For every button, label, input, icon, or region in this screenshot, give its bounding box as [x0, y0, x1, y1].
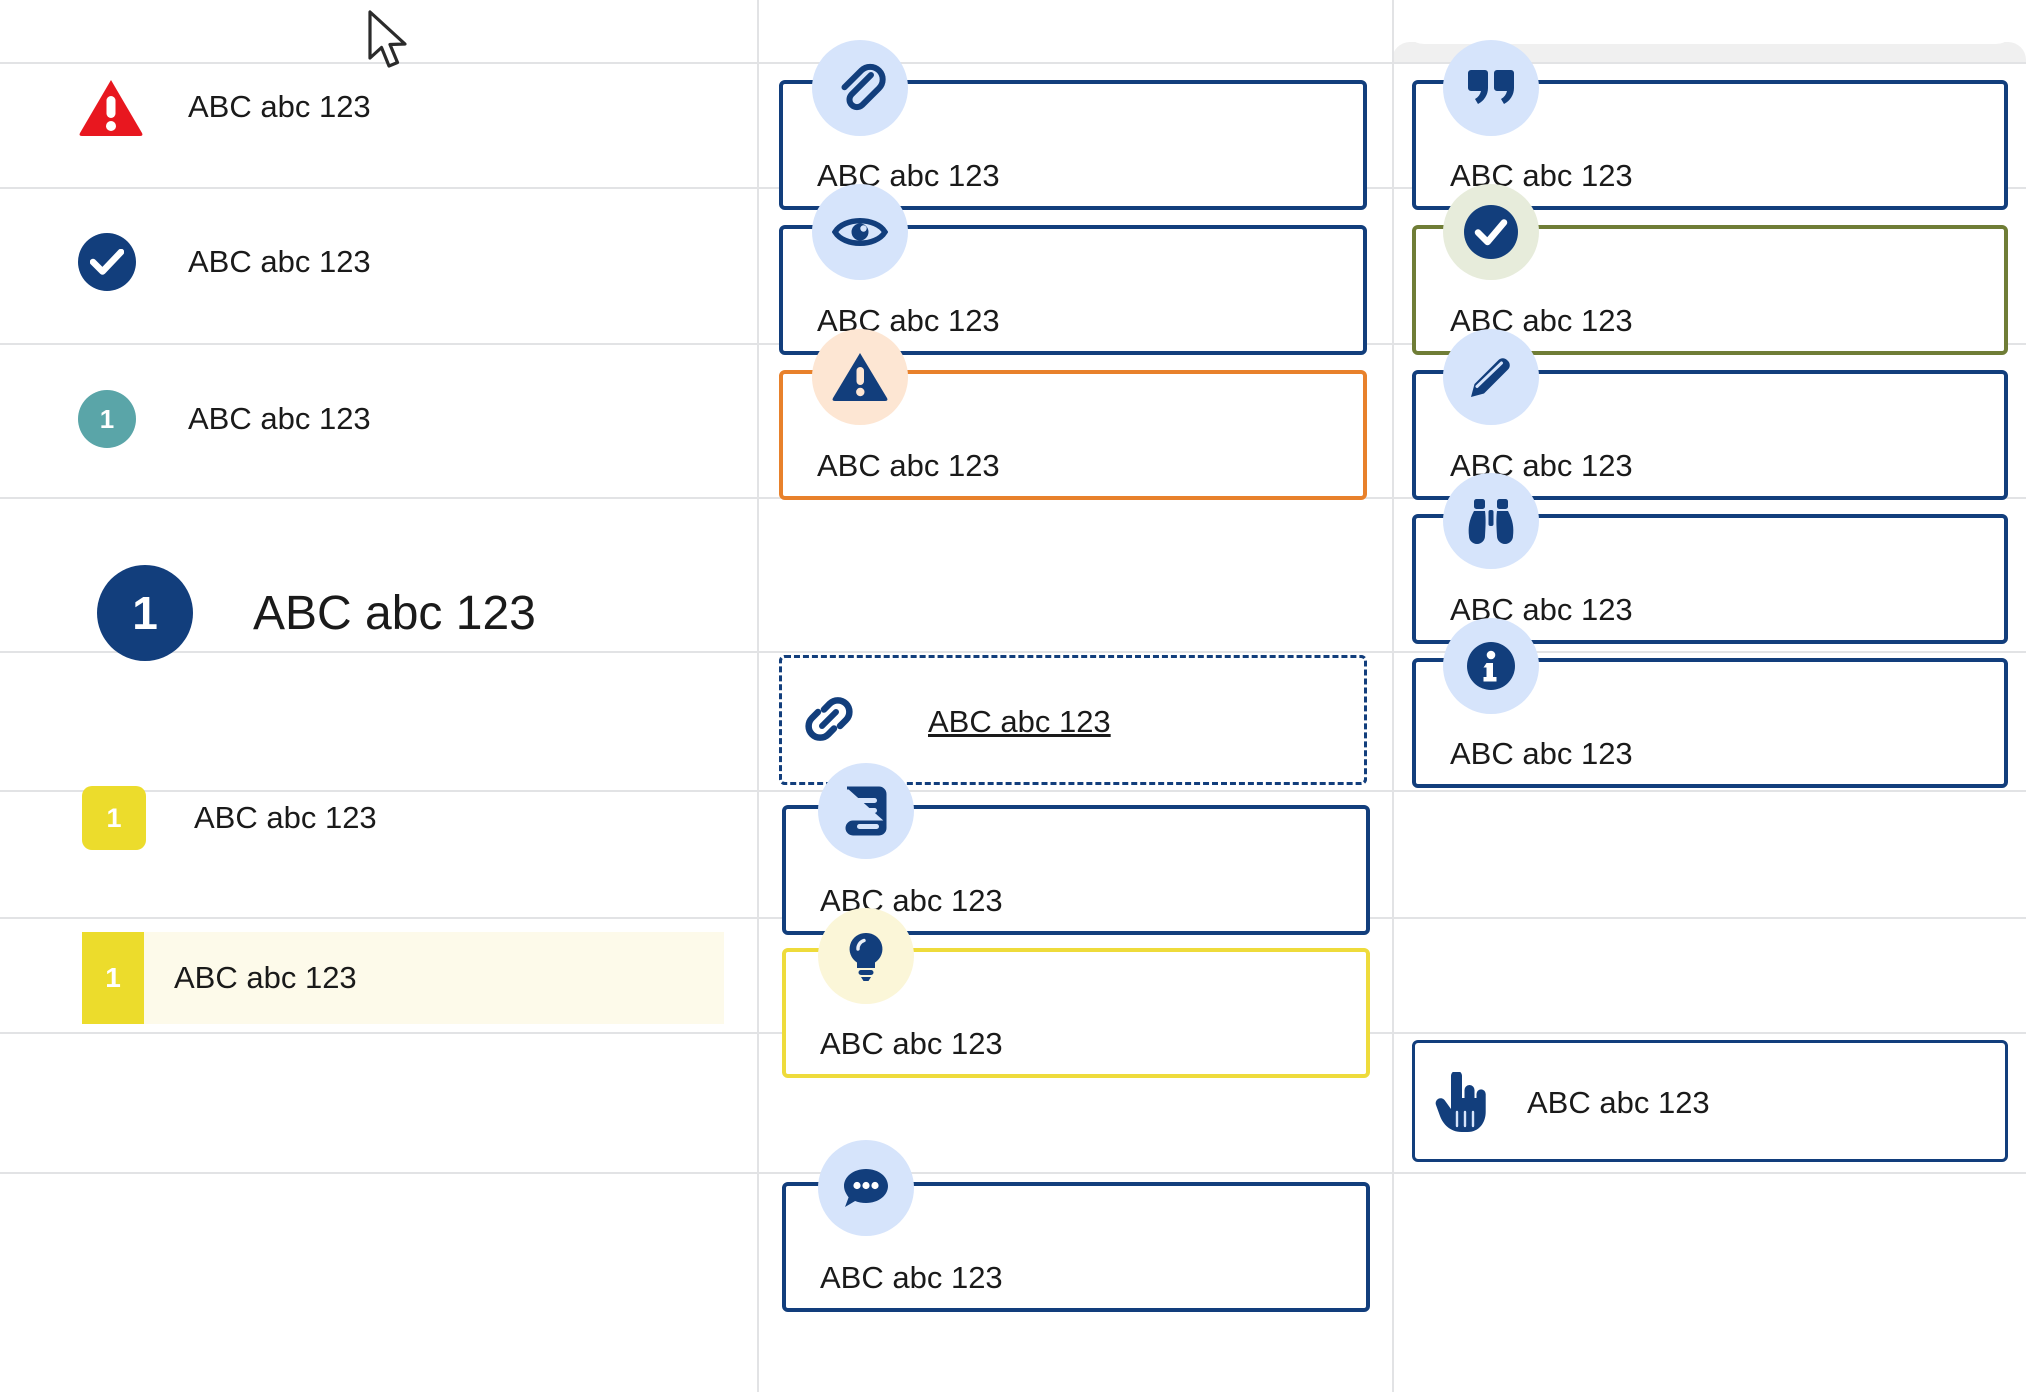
list-item-label: ABC abc 123 — [174, 960, 357, 995]
list-item-label: ABC abc 123 — [188, 244, 371, 279]
card-label: ABC abc 123 — [1527, 1085, 1710, 1120]
column-divider — [1392, 0, 1394, 1392]
badge-number: 1 — [132, 587, 158, 639]
warning-triangle-icon — [78, 78, 144, 136]
numbered-circle-badge-large: 1 — [97, 565, 193, 661]
column-divider — [757, 0, 759, 1392]
card-label: ABC abc 123 — [817, 448, 1000, 483]
lightbulb-icon — [818, 908, 914, 1004]
separator-rule — [0, 1172, 2026, 1174]
card-alert[interactable]: ABC abc 123 — [779, 370, 1367, 500]
panel-top-lip-inner — [1404, 0, 2016, 44]
panel-top-lip — [1392, 42, 2026, 64]
card-link-label[interactable]: ABC abc 123 — [928, 704, 1111, 739]
quote-icon — [1443, 40, 1539, 136]
separator-rule — [0, 651, 2026, 653]
card-action[interactable]: ABC abc 123 — [1412, 1040, 2008, 1162]
mouse-pointer-cursor — [366, 10, 414, 77]
pointing-hand-icon — [1434, 1070, 1488, 1139]
alert-triangle-icon — [812, 329, 908, 425]
list-item-label: ABC abc 123 — [194, 800, 377, 835]
separator-rule — [0, 790, 2026, 792]
list-item-label: ABC abc 123 — [188, 89, 371, 124]
link-chain-icon — [798, 690, 860, 753]
card-label: ABC abc 123 — [1450, 736, 1633, 771]
list-item[interactable]: 1 ABC abc 123 — [78, 390, 371, 448]
list-item[interactable]: ABC abc 123 — [78, 78, 371, 136]
card-label: ABC abc 123 — [820, 1260, 1003, 1295]
list-item[interactable]: ABC abc 123 — [78, 233, 371, 291]
check-circle-icon — [1443, 184, 1539, 280]
info-circle-icon — [1443, 618, 1539, 714]
binoculars-icon — [1443, 473, 1539, 569]
eye-icon — [812, 184, 908, 280]
badge-number: 1 — [99, 404, 115, 434]
list-item[interactable]: 1 ABC abc 123 — [82, 786, 377, 850]
list-item-label: ABC abc 123 — [253, 586, 536, 640]
badge-number: 1 — [105, 962, 121, 993]
pencil-icon — [1443, 329, 1539, 425]
separator-rule — [0, 62, 2026, 64]
list-item-large[interactable]: 1 ABC abc 123 — [97, 565, 536, 661]
list-item-selected[interactable]: 1 ABC abc 123 — [82, 932, 724, 1024]
paperclip-icon — [812, 40, 908, 136]
left-list-column: ABC abc 123 ABC abc 123 1 ABC abc 123 1 … — [0, 0, 760, 1392]
numbered-square-badge-highlight: 1 — [82, 932, 144, 1024]
book-icon — [818, 763, 914, 859]
badge-number: 1 — [106, 802, 122, 833]
check-circle-icon — [78, 233, 136, 291]
chat-bubble-icon — [818, 1140, 914, 1236]
list-item-label: ABC abc 123 — [188, 401, 371, 436]
numbered-square-badge: 1 — [82, 786, 146, 850]
numbered-circle-badge: 1 — [78, 390, 136, 448]
card-label: ABC abc 123 — [820, 1026, 1003, 1061]
